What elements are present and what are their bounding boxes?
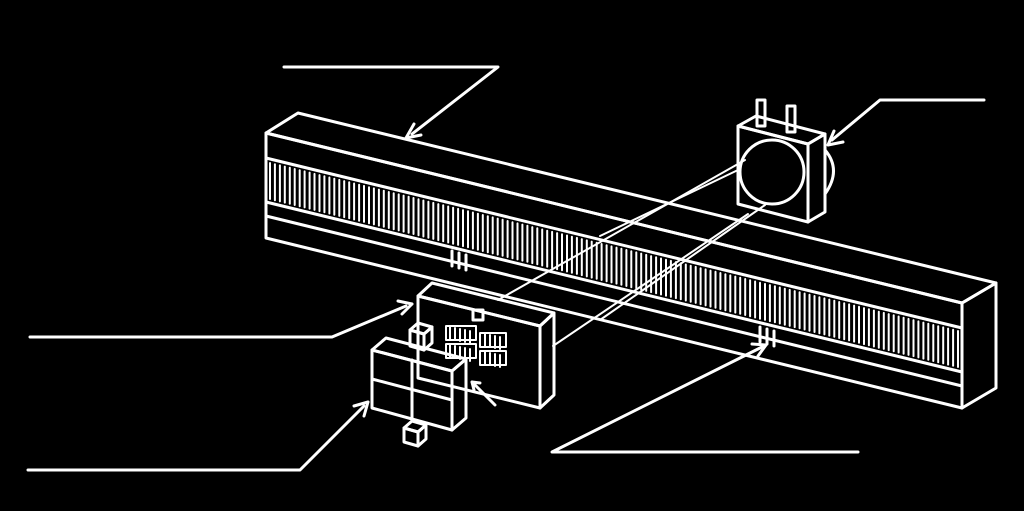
scale-bar [264, 111, 998, 410]
lamp-rear-dome [823, 148, 835, 196]
detector-bottom-cube-side [416, 423, 428, 448]
callout-reticle [28, 299, 414, 339]
callout-index-mark [550, 342, 860, 454]
reticle-plate [416, 281, 556, 410]
detector-side-face [450, 357, 468, 432]
scale-lower-rail [264, 214, 964, 388]
reticle-side-face [538, 311, 556, 410]
lamp-side-face [806, 132, 827, 224]
callout-scale [282, 65, 500, 140]
lamp-lens [738, 138, 806, 206]
light-source [736, 98, 835, 224]
scale-index-mark-left [450, 249, 468, 272]
detector-top-cube-side [422, 325, 434, 352]
scale-index-mark-right [758, 325, 776, 348]
callout-lines [26, 65, 986, 472]
light-beams [497, 159, 766, 347]
scale-band-top [264, 156, 964, 330]
reticle-window [471, 308, 485, 322]
callout-photodetector [26, 400, 370, 472]
callout-light-source [826, 98, 986, 147]
lamp-prong-right [785, 104, 797, 134]
scale-graduation-ticks [269, 162, 959, 368]
detector-horizontal-split [370, 377, 454, 402]
scale-band-bottom [264, 200, 964, 374]
lamp-prong-left [755, 98, 767, 128]
photodetector [370, 321, 468, 448]
